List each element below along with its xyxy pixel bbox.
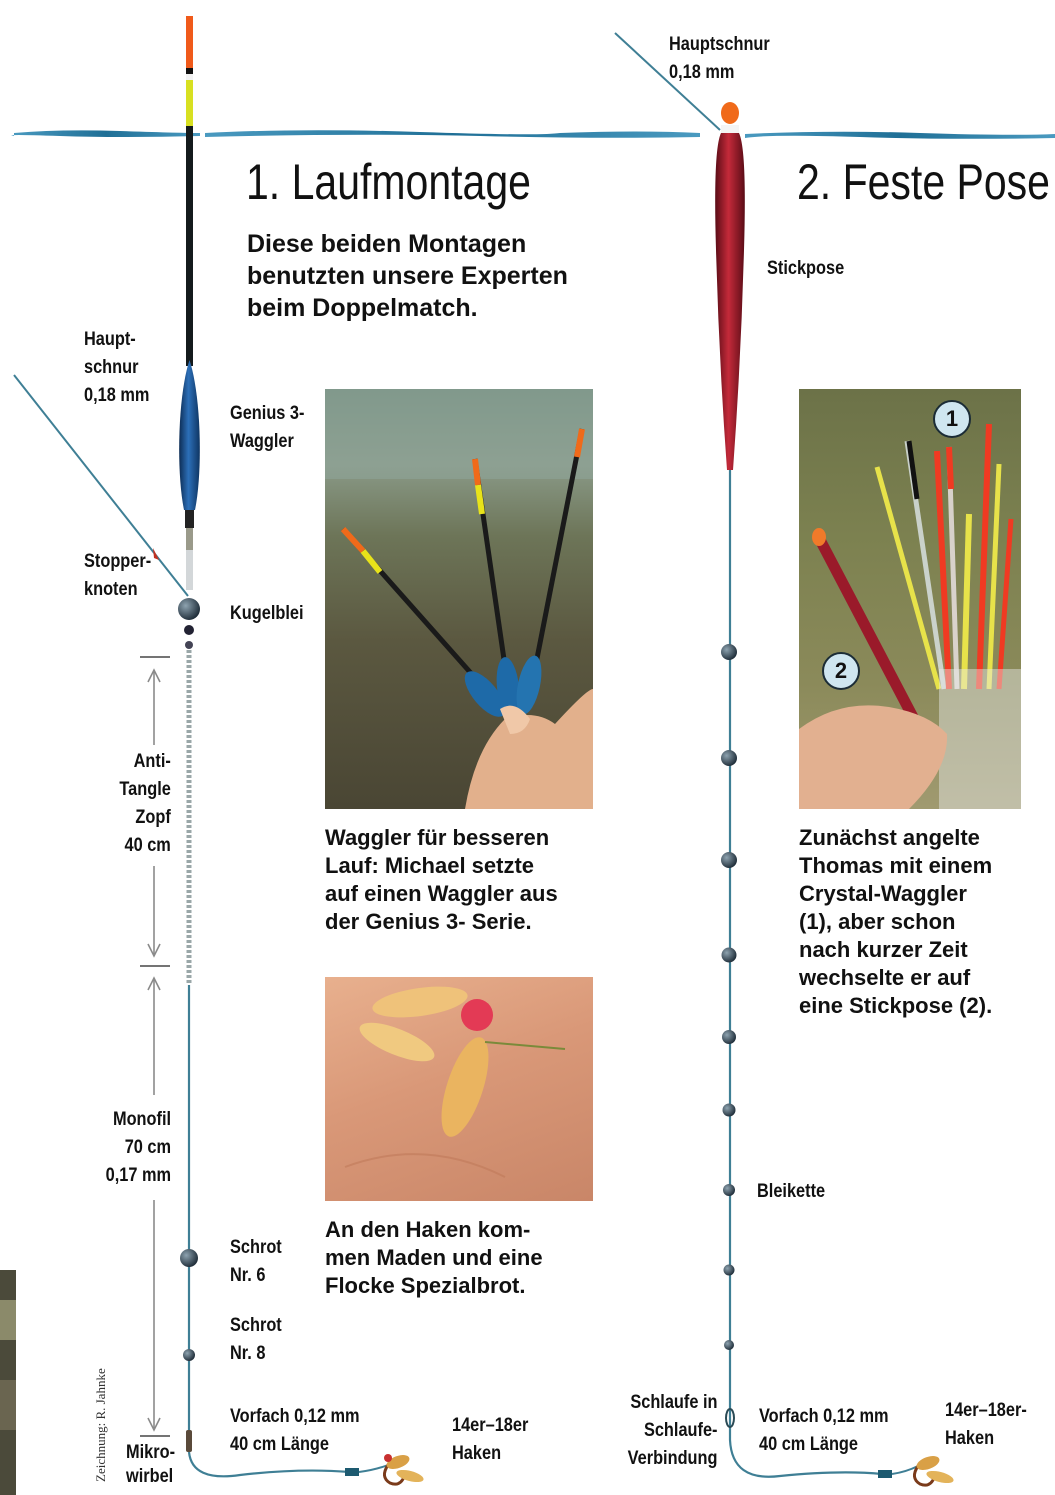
photo-genius-wagglers	[325, 389, 593, 809]
label-genius-waggler: Genius 3- Waggler	[230, 400, 304, 456]
photo-maggots-bait	[325, 977, 593, 1201]
label-mikrowirbel: Mikro- wirbel	[126, 1441, 175, 1489]
label-stopperknoten: Stopper- knoten	[84, 548, 151, 604]
water-surface-right	[745, 132, 1055, 139]
water-surface-middle	[205, 130, 700, 138]
label-anti-tangle: Anti- Tangle Zopf 40 cm	[120, 748, 171, 860]
title-laufmontage: 1. Laufmontage	[246, 154, 531, 210]
label-schlaufe: Schlaufe in Schlaufe- Verbindung	[627, 1389, 717, 1473]
micro-swivel	[186, 1430, 192, 1452]
photo-crystal-stick-floats	[799, 389, 1021, 809]
water-surface-left	[11, 130, 200, 137]
label-haken-left: 14er–18er Haken	[452, 1412, 528, 1468]
waggler-body	[179, 360, 200, 510]
label-hauptschnur-right: Hauptschnur 0,18 mm	[669, 31, 770, 87]
label-monofil: Monofil 70 cm 0,17 mm	[106, 1106, 171, 1190]
label-stickpose: Stickpose	[767, 255, 844, 283]
stick-body	[715, 133, 745, 470]
stick-tip-orange	[721, 102, 739, 124]
label-bleikette: Bleikette	[757, 1178, 825, 1206]
title-feste-pose: 2. Feste Pose	[797, 154, 1050, 210]
split-shot-8	[183, 1349, 195, 1361]
label-vorfach-left: Vorfach 0,12 mm 40 cm Länge	[230, 1403, 360, 1459]
label-schrot-6: Schrot Nr. 6	[230, 1234, 282, 1290]
label-hauptschnur-left: Haupt- schnur 0,18 mm	[84, 326, 149, 410]
intro-text: Diese beiden Montagen benutzten unsere E…	[247, 228, 568, 324]
waggler-tip-yellow	[186, 80, 193, 126]
caption-bait: An den Haken kom- men Maden und eine Flo…	[325, 1216, 543, 1300]
waggler-tip-orange	[186, 16, 193, 68]
label-vorfach-right: Vorfach 0,12 mm 40 cm Länge	[759, 1403, 889, 1459]
caption-crystal-waggler: Zunächst angelte Thomas mit einem Crysta…	[799, 824, 992, 1020]
badge-1: 1	[933, 400, 971, 438]
drawing-credit: Zeichnung: R. Jahnke	[93, 1368, 109, 1482]
badge-2: 2	[822, 652, 860, 690]
split-shot-6	[180, 1249, 198, 1267]
caption-waggler: Waggler für besseren Lauf: Michael setzt…	[325, 824, 558, 936]
label-schrot-8: Schrot Nr. 8	[230, 1312, 282, 1368]
label-kugelblei: Kugelblei	[230, 600, 304, 628]
waggler-stem	[186, 126, 193, 366]
ball-lead	[178, 598, 200, 620]
stopper-knot	[153, 548, 159, 560]
label-haken-right: 14er–18er- Haken	[945, 1397, 1027, 1453]
